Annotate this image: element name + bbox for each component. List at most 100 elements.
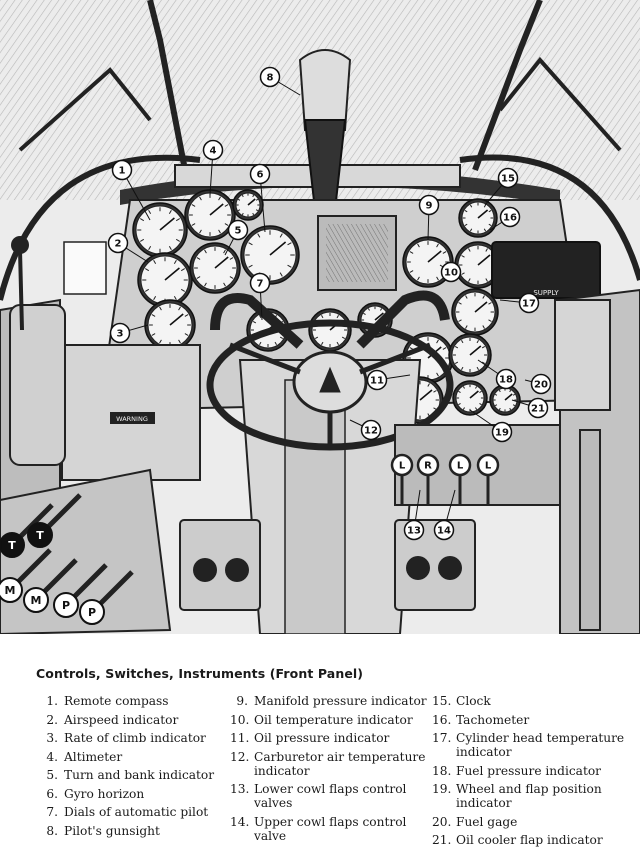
legend-item: 16.Tachometer xyxy=(432,713,632,727)
gauge-tick xyxy=(488,223,492,227)
callout-number: 15 xyxy=(501,174,515,185)
callout-number: 4 xyxy=(210,146,217,157)
legend-item-text: Fuel gage xyxy=(456,814,518,829)
gauge xyxy=(232,189,264,221)
gauge-tick xyxy=(255,209,259,212)
legend-item-text: Manifold pressure indicator xyxy=(254,694,427,708)
lever-letter: L xyxy=(485,461,492,472)
gauge-tick xyxy=(485,278,488,282)
legend-item: 15.Clock xyxy=(432,694,632,708)
gauge-tick xyxy=(461,366,464,371)
callout-circle xyxy=(109,322,131,344)
callout-circle xyxy=(107,232,129,254)
gauge-tick xyxy=(145,288,150,292)
legend-item: 10.Oil temperature indicator xyxy=(230,713,430,727)
legend-item-number: 7. xyxy=(46,805,58,819)
legend-item: 2.Airspeed indicator xyxy=(40,713,230,727)
gauge xyxy=(184,189,236,241)
gauge-tick xyxy=(488,319,492,322)
gauge-tick xyxy=(223,282,226,287)
gauge-needle xyxy=(209,203,224,216)
gauge-tick xyxy=(458,403,461,406)
lever-letter: R xyxy=(424,461,432,472)
gauge-tick xyxy=(488,209,492,213)
gauge-tick xyxy=(259,341,262,346)
callout-number: 18 xyxy=(499,375,513,386)
legend-item: 1.Remote compass xyxy=(40,694,230,708)
callout-number: 16 xyxy=(503,213,517,224)
gauge-tick xyxy=(475,386,478,389)
legend-item-number: 17. xyxy=(432,731,452,745)
callout-circle xyxy=(418,194,440,216)
gauge-needle xyxy=(427,250,442,263)
gauge-tick xyxy=(204,282,207,287)
throttle-knob xyxy=(27,522,53,548)
gauge-tick xyxy=(512,393,516,396)
gauge-tick xyxy=(148,245,152,250)
gauge-tick xyxy=(409,270,414,273)
callout-number: 8 xyxy=(267,73,274,84)
legend-item: 18.Fuel pressure indicator xyxy=(432,764,632,778)
legend-item: 6.Gyro horizon xyxy=(40,787,230,801)
callout-number: 11 xyxy=(370,376,384,387)
gauge-tick xyxy=(279,272,283,277)
gauge xyxy=(240,225,300,285)
lever-knob xyxy=(390,453,414,477)
gauge-needle xyxy=(159,217,175,231)
gauge-tick xyxy=(151,314,156,317)
legend-item-number: 3. xyxy=(46,731,58,745)
legend-item-number: 11. xyxy=(230,731,250,745)
gauge-needle xyxy=(374,312,384,321)
gauge-tick xyxy=(279,233,283,238)
gauge-needle xyxy=(477,209,489,219)
callout-number: 14 xyxy=(437,526,451,537)
gauge-needle xyxy=(164,267,180,281)
gauge-tick xyxy=(178,339,181,344)
gauge-tick xyxy=(481,361,486,364)
trim-lever xyxy=(18,249,24,331)
gauge-tick xyxy=(458,390,461,393)
gauge-tick xyxy=(494,404,498,407)
gauge-tick xyxy=(458,319,462,322)
legend-item: 14.Upper cowl flaps control valve xyxy=(230,815,430,843)
gauge xyxy=(144,299,196,351)
gauge-tick xyxy=(140,218,145,222)
gauge-needle xyxy=(477,254,491,266)
callout-circle xyxy=(202,139,224,161)
warning-plate xyxy=(110,412,155,424)
legend-item-text: Wheel and flap position indicator xyxy=(456,782,602,810)
gauge-tick xyxy=(180,288,185,292)
callout-circle xyxy=(527,397,549,419)
callout-circle xyxy=(491,421,513,443)
right-control-box xyxy=(554,299,611,411)
gauge-tick xyxy=(461,272,465,275)
gauge-tick xyxy=(436,372,439,377)
right-post xyxy=(579,429,601,631)
callout-number: 1 xyxy=(119,166,126,177)
throttle-knob xyxy=(0,577,23,603)
gauge-tick xyxy=(367,308,370,311)
gauge-tick xyxy=(479,390,482,393)
gauge-tick xyxy=(196,276,201,279)
gauge-tick xyxy=(175,218,180,222)
legend: Controls, Switches, Instruments (Front P… xyxy=(0,634,640,847)
gauge-tick xyxy=(257,233,261,238)
gauge-tick xyxy=(196,257,201,260)
callout-circle xyxy=(227,219,249,241)
gauge-tick xyxy=(481,346,486,349)
gauge-tick xyxy=(168,210,172,215)
legend-item: 8.Pilot's gunsight xyxy=(40,824,230,838)
gauge-needle xyxy=(469,345,482,356)
gauge-tick xyxy=(363,312,366,315)
gauge-tick xyxy=(512,404,516,407)
legend-item-text: Pilot's gunsight xyxy=(64,823,160,838)
callout-circle xyxy=(499,206,521,228)
throttle-knob xyxy=(23,587,49,613)
gauge-needle xyxy=(269,241,287,256)
throttle-knob xyxy=(53,592,79,618)
gauge xyxy=(402,236,454,288)
gauge-tick xyxy=(168,245,172,250)
